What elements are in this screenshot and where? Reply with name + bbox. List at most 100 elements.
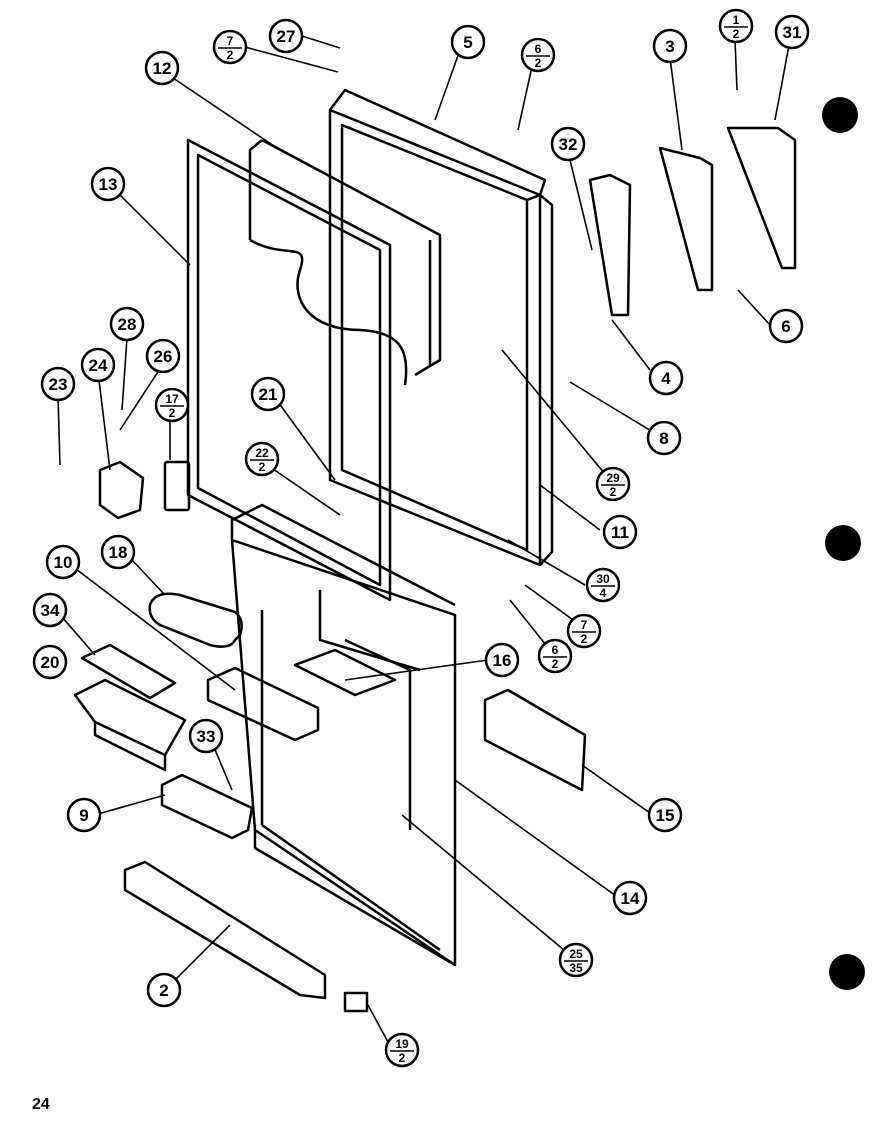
door-assembly-part — [230, 503, 457, 967]
svg-text:2: 2 — [552, 657, 559, 671]
bin-part-18 — [148, 592, 243, 648]
svg-text:19: 19 — [395, 1037, 409, 1051]
callout-28: 28 — [109, 306, 145, 342]
svg-text:2: 2 — [610, 485, 617, 499]
callout-34: 34 — [32, 592, 68, 628]
callout-33: 33 — [188, 718, 224, 754]
binder-hole — [822, 97, 858, 133]
svg-text:33: 33 — [197, 727, 216, 746]
svg-text:13: 13 — [99, 175, 118, 194]
svg-text:27: 27 — [277, 27, 296, 46]
page-number: 24 — [32, 1096, 50, 1113]
callout-30-4: 30 4 — [585, 567, 621, 603]
part-24 — [98, 460, 145, 520]
svg-text:2: 2 — [169, 406, 176, 420]
callout-21: 21 — [250, 376, 286, 412]
svg-text:26: 26 — [154, 347, 173, 366]
callout-18: 18 — [100, 534, 136, 570]
callout-17-2: 17 2 — [154, 387, 190, 423]
binder-hole — [825, 525, 861, 561]
svg-text:4: 4 — [600, 586, 607, 600]
svg-text:17: 17 — [165, 392, 179, 406]
callout-31: 31 — [774, 14, 810, 50]
svg-text:1: 1 — [733, 13, 740, 27]
part-19 — [343, 991, 369, 1013]
callout-27: 27 — [268, 18, 304, 54]
trim-part-2 — [123, 860, 327, 1000]
svg-text:21: 21 — [259, 385, 278, 404]
svg-text:34: 34 — [41, 601, 60, 620]
svg-text:20: 20 — [41, 653, 60, 672]
svg-text:29: 29 — [606, 471, 620, 485]
svg-text:32: 32 — [559, 135, 578, 154]
shelf-part-9 — [160, 773, 254, 840]
svg-text:24: 24 — [89, 356, 108, 375]
callout-8: 8 — [646, 420, 682, 456]
door-gasket-part — [186, 138, 392, 602]
callout-10: 10 — [45, 544, 81, 580]
callout-7-2a: 7 2 — [212, 29, 248, 65]
hinge-bracket-part-4 — [588, 173, 632, 317]
callout-3: 3 — [652, 28, 688, 64]
callout-25-35: 25 35 — [558, 942, 594, 978]
svg-text:2: 2 — [581, 632, 588, 646]
svg-text:2: 2 — [535, 56, 542, 70]
callout-13: 13 — [90, 166, 126, 202]
svg-text:35: 35 — [569, 961, 583, 975]
svg-text:11: 11 — [611, 523, 629, 542]
svg-text:6: 6 — [552, 643, 559, 657]
callout-16: 16 — [484, 642, 520, 678]
callout-24: 24 — [80, 347, 116, 383]
svg-text:7: 7 — [227, 34, 234, 48]
shelf-part-16 — [293, 648, 397, 697]
callout-19-2: 19 2 — [384, 1032, 420, 1068]
svg-text:28: 28 — [118, 315, 137, 334]
svg-text:22: 22 — [255, 446, 269, 460]
svg-text:14: 14 — [621, 889, 640, 908]
svg-text:25: 25 — [569, 947, 583, 961]
leader-lines — [57, 35, 791, 1056]
callout-4: 4 — [648, 360, 684, 396]
tray-part-20 — [73, 678, 187, 772]
svg-text:2: 2 — [733, 27, 740, 41]
callout-9: 9 — [66, 797, 102, 833]
door-liner-part — [248, 138, 442, 386]
svg-text:6: 6 — [535, 42, 542, 56]
callout-15: 15 — [647, 797, 683, 833]
svg-text:4: 4 — [661, 369, 671, 388]
svg-text:2: 2 — [399, 1051, 406, 1065]
svg-text:5: 5 — [463, 33, 472, 52]
svg-text:23: 23 — [49, 375, 68, 394]
door-outer-frame-part — [328, 88, 554, 567]
shelf-part-15 — [483, 688, 587, 792]
callout-1-2: 1 2 — [718, 8, 754, 44]
callout-23: 23 — [40, 366, 76, 402]
svg-text:2: 2 — [227, 48, 234, 62]
svg-text:12: 12 — [153, 59, 172, 78]
svg-text:2: 2 — [159, 981, 168, 1000]
callout-12: 12 — [144, 50, 180, 86]
callout-6-2a: 6 2 — [520, 37, 556, 73]
callout-6: 6 — [768, 308, 804, 344]
svg-text:15: 15 — [656, 806, 675, 825]
callout-2: 2 — [146, 972, 182, 1008]
svg-text:7: 7 — [581, 618, 588, 632]
part-23 — [163, 460, 191, 512]
cover-part-34 — [80, 643, 177, 700]
svg-text:31: 31 — [783, 23, 802, 42]
hinge-bracket-part-3 — [658, 146, 714, 292]
svg-text:16: 16 — [493, 651, 512, 670]
svg-text:30: 30 — [596, 572, 610, 586]
callout-26: 26 — [145, 338, 181, 374]
callout-32: 32 — [550, 126, 586, 162]
callout-29-2: 29 2 — [595, 466, 631, 502]
svg-text:6: 6 — [781, 317, 790, 336]
binder-hole — [829, 954, 865, 990]
shelf-part-10 — [206, 666, 320, 742]
svg-text:2: 2 — [259, 460, 266, 474]
svg-text:9: 9 — [79, 806, 88, 825]
callout-5: 5 — [450, 24, 486, 60]
callout-6-2b: 6 2 — [537, 638, 573, 674]
callout-7-2b: 7 2 — [566, 613, 602, 649]
callout-14: 14 — [612, 880, 648, 916]
